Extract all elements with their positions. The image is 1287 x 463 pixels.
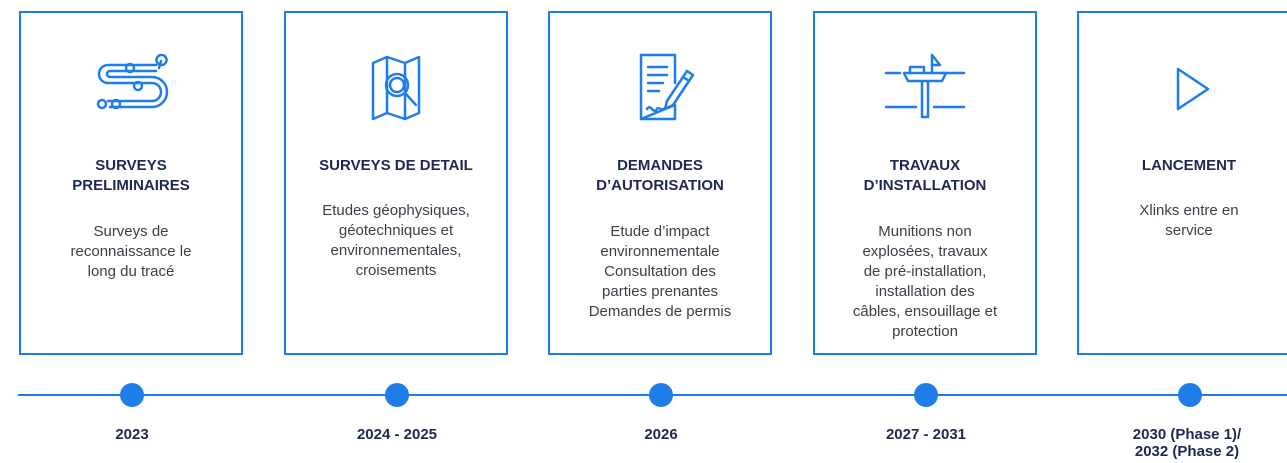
step-description: Etudes géophysiques, géotechniques et en… xyxy=(322,202,470,279)
step-description: Etude d’impact environnementale Consulta… xyxy=(588,223,732,320)
timeline-dot xyxy=(120,383,144,407)
step-description: Xlinks entre en service xyxy=(1139,202,1239,239)
step-title: SURVEYS DE DETAIL xyxy=(319,157,473,174)
step-title: DEMANDES D’AUTORISATION xyxy=(596,157,724,194)
timeline-dot xyxy=(649,383,673,407)
step-title: SURVEYS PRELIMINAIRES xyxy=(72,157,190,194)
play-icon xyxy=(1144,43,1234,133)
step-card-travaux-installation: TRAVAUX D’INSTALLATION Munitions non exp… xyxy=(813,11,1037,355)
step-card-demandes-autorisation: DEMANDES D’AUTORISATION Etude d’impact e… xyxy=(548,11,772,355)
step-description: Munitions non explosées, travaux de pré-… xyxy=(852,223,998,340)
timeline-dot xyxy=(914,383,938,407)
timeline-year: 2027 - 2031 xyxy=(885,426,967,443)
step-card-surveys-de-detail: SURVEYS DE DETAIL Etudes géophysiques, g… xyxy=(284,11,508,355)
step-title: TRAVAUX D’INSTALLATION xyxy=(863,157,987,194)
step-title: LANCEMENT xyxy=(1141,157,1237,174)
timeline-dot xyxy=(1178,383,1202,407)
step-card-surveys-preliminaires: SURVEYS PRELIMINAIRES Surveys de reconna… xyxy=(19,11,243,355)
timeline-dot xyxy=(385,383,409,407)
cable-ship-icon xyxy=(880,43,970,133)
timeline-year: 2030 (Phase 1)/ 2032 (Phase 2) xyxy=(1132,426,1242,460)
map-search-icon xyxy=(351,43,441,133)
timeline-year: 2023 xyxy=(115,426,149,443)
timeline-year: 2024 - 2025 xyxy=(356,426,438,443)
route-path-icon xyxy=(86,43,176,133)
step-card-lancement: LANCEMENT Xlinks entre en service xyxy=(1077,11,1287,355)
timeline-year: 2026 xyxy=(644,426,678,443)
step-description: Surveys de reconnaissance le long du tra… xyxy=(70,223,192,280)
document-sign-icon xyxy=(615,43,705,133)
